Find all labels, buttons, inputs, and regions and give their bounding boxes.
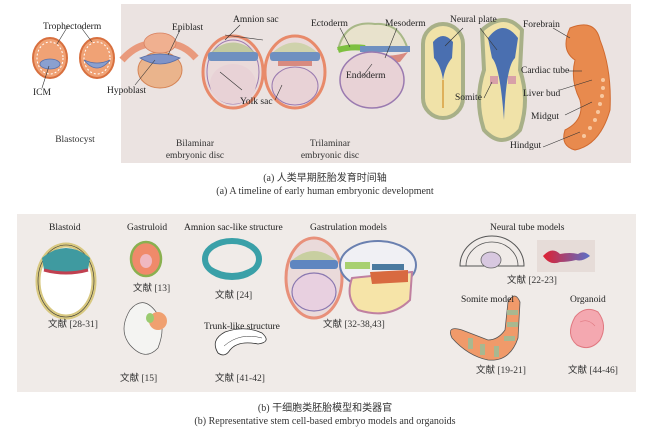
title-somite-model: Somite model <box>461 295 515 305</box>
ref-blastoid: 文献 [28-31] <box>48 320 98 330</box>
organoid-illustration <box>570 308 604 349</box>
label-ectoderm: Ectoderm <box>311 19 348 29</box>
embryo-4-week <box>563 24 611 151</box>
stage-trilaminar-line1: Trilaminar <box>309 139 351 149</box>
somite-model-illustration <box>449 295 521 361</box>
ref-trunk-like: 文献 [41-42] <box>215 374 265 384</box>
label-amnion-sac: Amnion sac <box>233 15 279 25</box>
label-liver-bud: Liver bud <box>523 89 561 99</box>
stage-bilaminar: Bilaminar embryonic disc <box>155 138 235 162</box>
neural-tube-model-2 <box>537 240 595 272</box>
title-amnion-sac-like: Amnion sac-like structure <box>184 223 283 233</box>
gastruloid-illustration-1 <box>129 240 163 278</box>
blastoid-illustration <box>35 242 97 320</box>
gastruloid-illustration-2 <box>123 302 167 355</box>
ref-gastruloid-1: 文献 [13] <box>133 284 171 294</box>
label-neural-plate: Neural plate <box>450 15 497 25</box>
label-midgut: Midgut <box>531 112 559 122</box>
stage-blastocyst: Blastocyst <box>40 134 110 146</box>
label-endoderm: Endoderm <box>346 71 386 81</box>
label-trophectoderm: Trophectoderm <box>43 22 102 32</box>
neural-tube-model-1 <box>459 235 525 269</box>
stage-trilaminar-line2: embryonic disc <box>300 151 360 161</box>
neural-plate-stage-2 <box>477 18 527 142</box>
bilaminar-implanting <box>119 32 199 89</box>
label-epiblast: Epiblast <box>172 23 204 33</box>
blastocyst-late <box>79 37 115 79</box>
ref-gastrulation-models: 文献 [32-38,43] <box>323 320 385 330</box>
caption-b-english: (b) Representative stem cell-based embry… <box>194 416 456 427</box>
ref-organoid: 文献 [44-46] <box>568 366 618 376</box>
trilaminar-embryo-2 <box>337 22 410 109</box>
ref-amnion-sac-like: 文献 [24] <box>215 291 253 301</box>
ref-gastruloid-2: 文献 [15] <box>120 374 158 384</box>
title-gastruloid: Gastruloid <box>127 223 168 233</box>
caption-b-chinese: (b) 干细胞类胚胎模型和类器官 <box>257 403 393 414</box>
trilaminar-embryo-1 <box>263 34 327 110</box>
neural-plate-stage-1 <box>421 22 465 120</box>
label-forebrain: Forebrain <box>523 20 560 30</box>
title-trunk-like: Trunk-like structure <box>204 322 280 332</box>
label-hindgut: Hindgut <box>510 141 542 151</box>
title-neural-tube-models: Neural tube models <box>490 223 565 233</box>
caption-a-chinese: (a) 人类早期胚胎发育时间轴 <box>263 173 387 184</box>
stage-trilaminar: Trilaminar embryonic disc <box>290 138 370 162</box>
label-leader-lines <box>41 24 593 148</box>
blastocyst-early <box>32 37 68 79</box>
label-icm: ICM <box>33 88 51 98</box>
trunk-like-illustration <box>214 328 267 356</box>
bilaminar-embryo <box>201 34 265 110</box>
label-cardiac-tube: Cardiac tube <box>521 66 570 76</box>
title-organoid: Organoid <box>570 295 606 305</box>
label-mesoderm: Mesoderm <box>385 19 426 29</box>
label-hypoblast: Hypoblast <box>107 86 147 96</box>
stage-bilaminar-line1: Bilaminar <box>176 139 214 149</box>
stage-bilaminar-line2: embryonic disc <box>165 151 225 161</box>
stage-blastocyst-label: Blastocyst <box>55 135 95 145</box>
label-somite: Somite <box>455 93 482 103</box>
gastrulation-model-2 <box>339 240 417 315</box>
ref-somite-model: 文献 [19-21] <box>476 366 526 376</box>
ref-neural-tube-models: 文献 [22-23] <box>507 276 557 286</box>
caption-a-english: (a) A timeline of early human embryonic … <box>216 186 434 197</box>
title-gastrulation-models: Gastrulation models <box>310 223 387 233</box>
gastrulation-model-1 <box>284 236 344 320</box>
title-blastoid: Blastoid <box>49 223 81 233</box>
label-yolk-sac: Yolk sac <box>240 97 273 107</box>
amnion-sac-illustration <box>202 238 262 280</box>
